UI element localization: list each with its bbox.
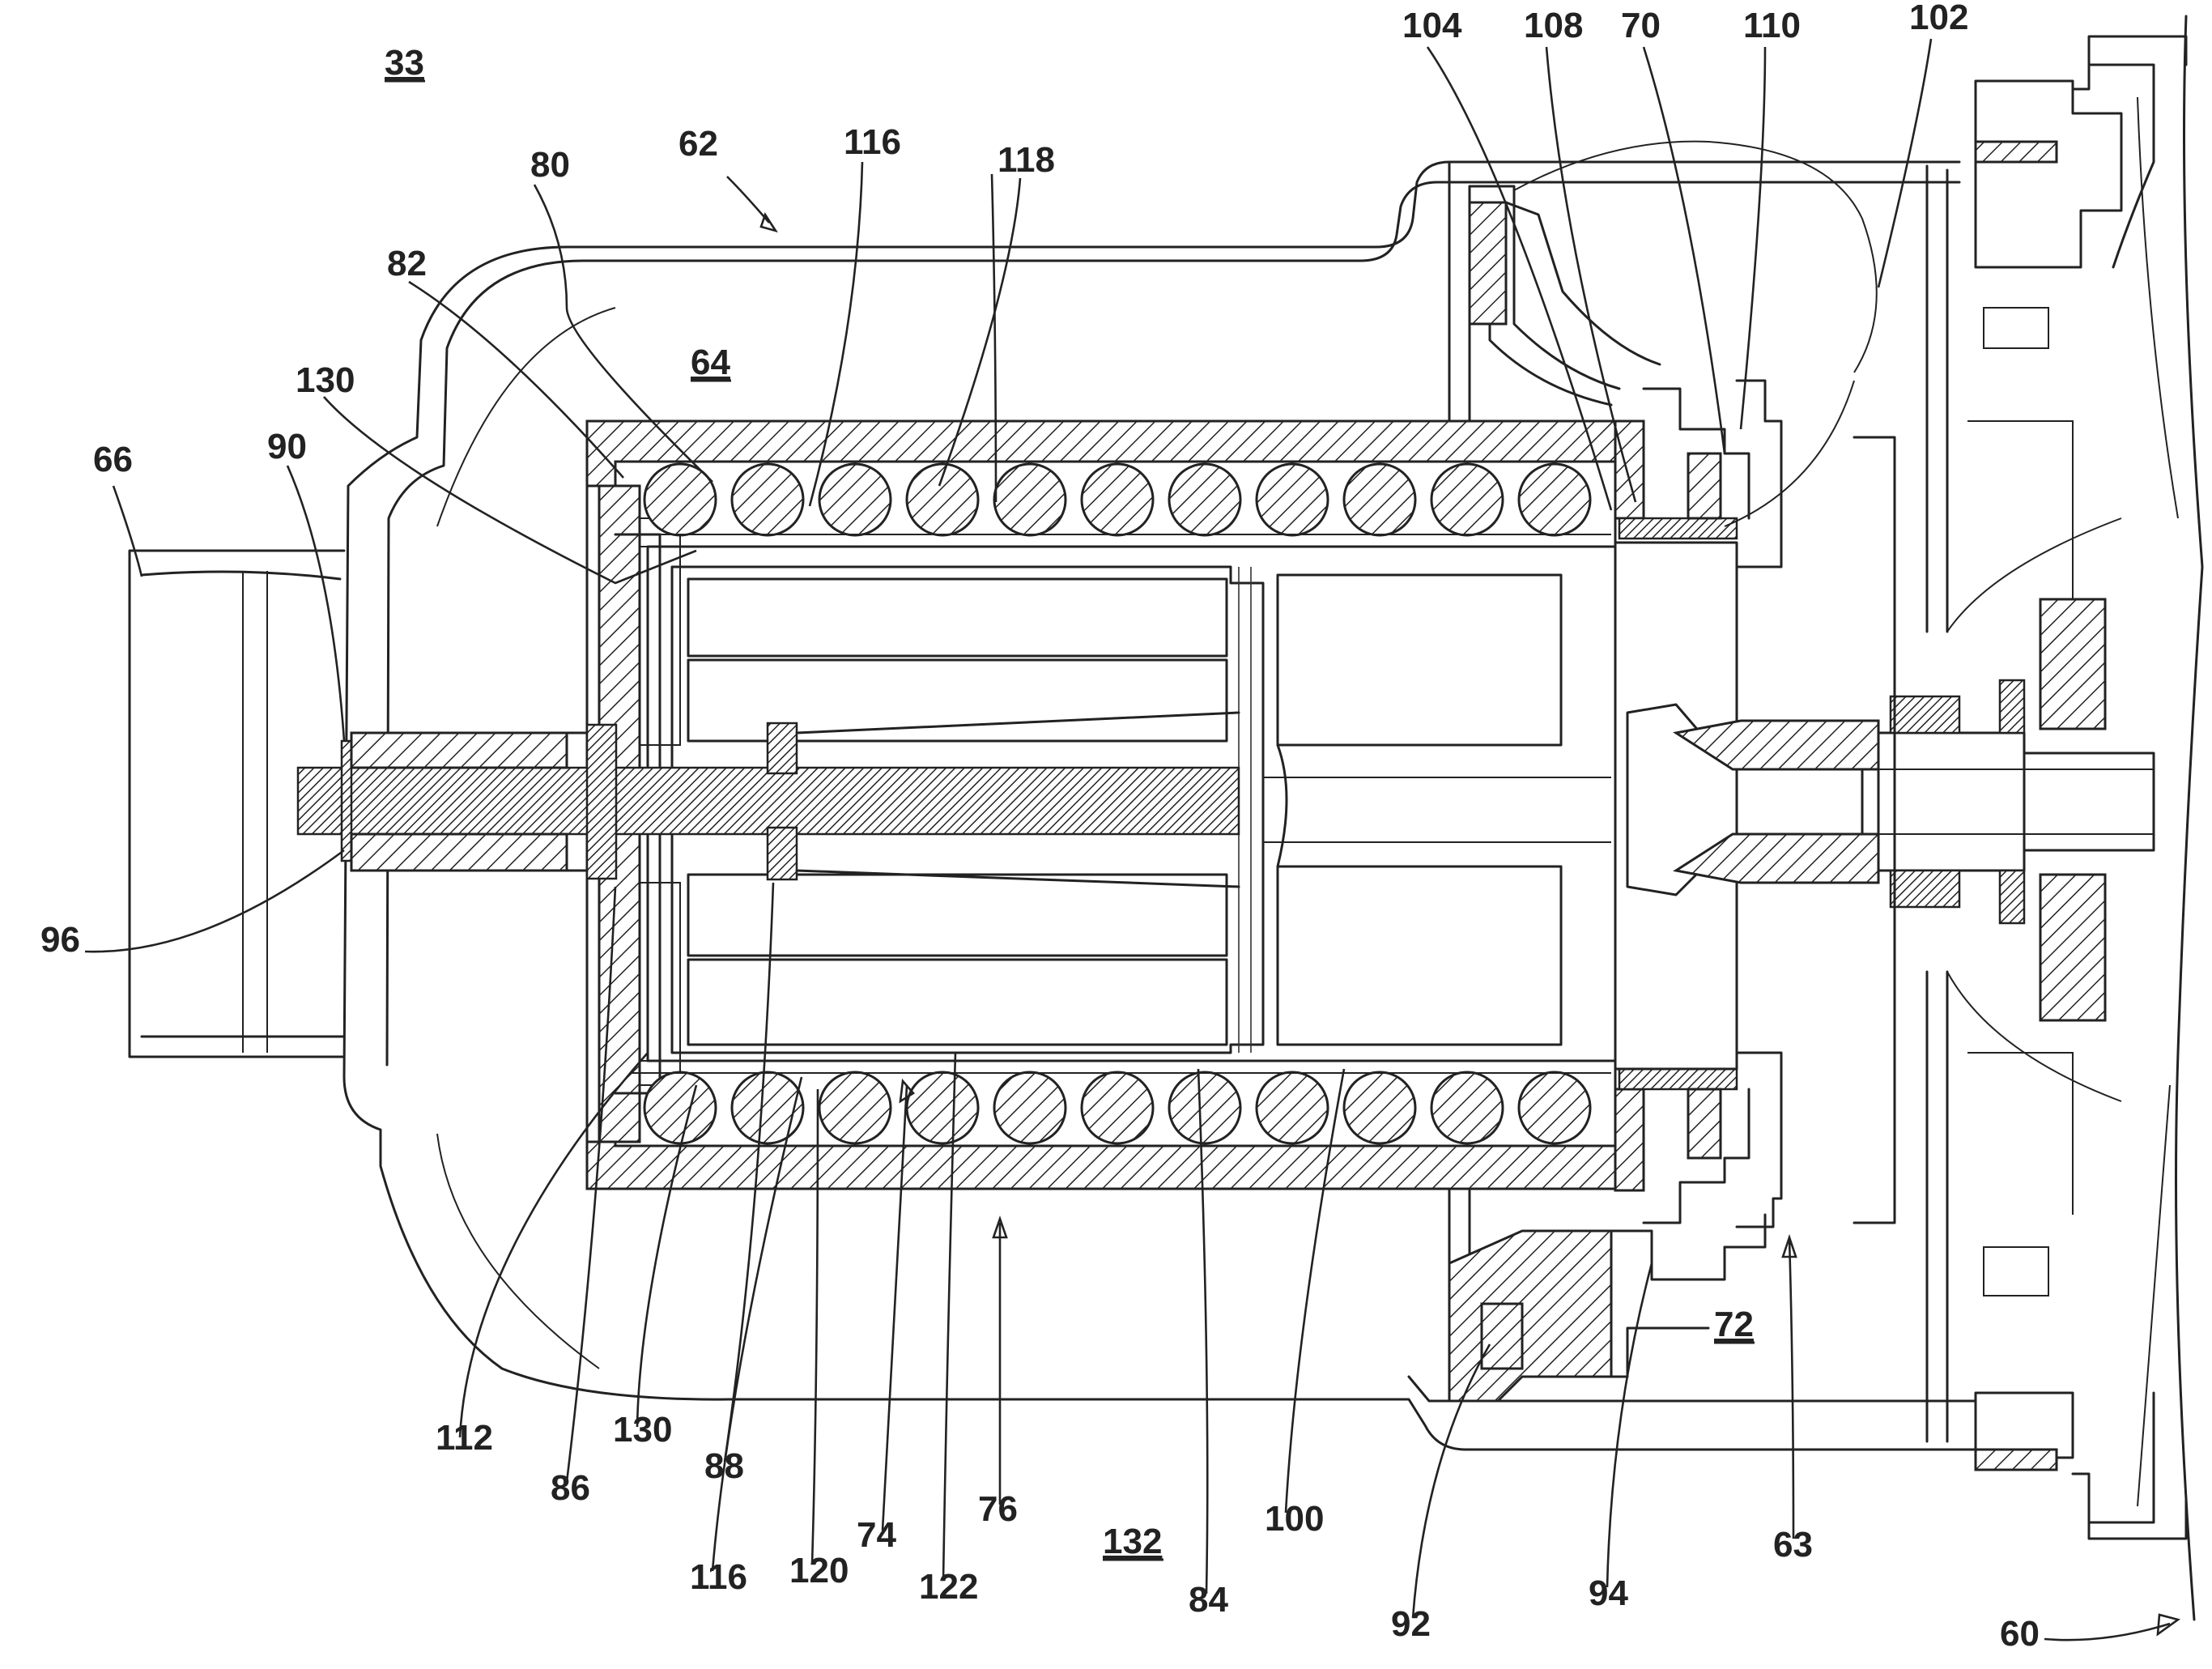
label-72: 72 (1714, 1305, 1754, 1344)
label-80: 80 (530, 145, 570, 185)
label-116b: 116 (690, 1557, 747, 1597)
ball-balls-bottom-6 (1169, 1072, 1240, 1143)
label-122: 122 (919, 1567, 978, 1607)
label-112: 112 (436, 1418, 493, 1458)
label-130a: 130 (296, 360, 355, 400)
ball-balls-bottom-0 (644, 1072, 716, 1143)
ball-balls-bottom-3 (907, 1072, 978, 1143)
ball-balls-bottom-1 (732, 1072, 803, 1143)
label-120: 120 (789, 1551, 849, 1590)
ball-balls-top-1 (732, 464, 803, 535)
ball-balls-top-5 (1082, 464, 1153, 535)
right-housing (1449, 16, 2202, 1620)
screw-shaft (298, 713, 1239, 887)
ball-balls-top-4 (994, 464, 1066, 535)
ball-balls-top-7 (1257, 464, 1328, 535)
label-88: 88 (704, 1446, 744, 1486)
label-104: 104 (1402, 6, 1462, 45)
label-63: 63 (1773, 1525, 1813, 1565)
ball-row-bottom (644, 1072, 1590, 1143)
ball-row-top (644, 464, 1590, 535)
label-74: 74 (857, 1515, 896, 1555)
label-100: 100 (1265, 1499, 1324, 1539)
label-132: 132 (1103, 1522, 1162, 1561)
label-90: 90 (267, 427, 307, 466)
ball-balls-top-9 (1431, 464, 1503, 535)
label-76: 76 (978, 1489, 1018, 1529)
label-108: 108 (1524, 6, 1583, 45)
label-84: 84 (1189, 1580, 1228, 1620)
label-94: 94 (1589, 1573, 1628, 1613)
ball-balls-bottom-8 (1344, 1072, 1415, 1143)
ball-balls-top-6 (1169, 464, 1240, 535)
upper-block (1470, 202, 1660, 364)
ball-balls-bottom-4 (994, 1072, 1066, 1143)
label-102: 102 (1909, 0, 1968, 37)
ball-balls-bottom-7 (1257, 1072, 1328, 1143)
label-33: 33 (385, 43, 424, 83)
label-118: 118 (998, 140, 1055, 180)
ball-balls-bottom-5 (1082, 1072, 1153, 1143)
label-64: 64 (691, 343, 730, 382)
label-60: 60 (2000, 1614, 2040, 1654)
label-110: 110 (1743, 6, 1801, 45)
ball-balls-top-10 (1519, 464, 1590, 535)
ball-balls-top-8 (1344, 464, 1415, 535)
label-66: 66 (93, 440, 133, 479)
label-130b: 130 (613, 1410, 672, 1450)
ball-balls-top-2 (819, 464, 891, 535)
label-62: 62 (678, 124, 718, 164)
output-hub (1627, 599, 2154, 1020)
ball-balls-bottom-10 (1519, 1072, 1590, 1143)
label-86: 86 (551, 1468, 590, 1508)
label-116a: 116 (844, 122, 901, 162)
ball-balls-bottom-2 (819, 1072, 891, 1143)
label-92: 92 (1391, 1604, 1431, 1644)
ball-balls-bottom-9 (1431, 1072, 1503, 1143)
end-cap (1615, 381, 1781, 1227)
label-82: 82 (387, 244, 427, 283)
label-96: 96 (40, 920, 80, 960)
label-70: 70 (1621, 6, 1661, 45)
